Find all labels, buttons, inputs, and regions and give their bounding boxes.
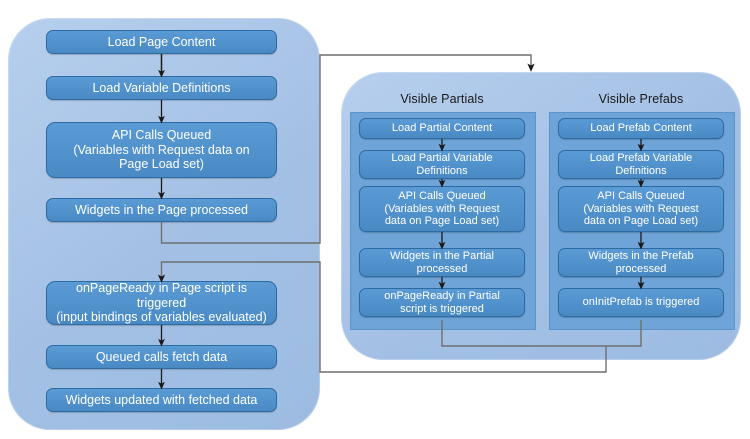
node-widgets-in-prefab-processed[interactable]: Widgets in the Prefab processed xyxy=(558,248,724,277)
node-widgets-updated-with-fetched-data[interactable]: Widgets updated with fetched data xyxy=(46,388,277,412)
node-widgets-in-partial-processed[interactable]: Widgets in the Partial processed xyxy=(359,248,525,277)
visible-partials-title: Visible Partials xyxy=(400,92,484,106)
node-widgets-in-page-processed[interactable]: Widgets in the Page processed xyxy=(46,198,277,222)
node-partial-api-calls-queued[interactable]: API Calls Queued (Variables with Request… xyxy=(359,186,525,232)
node-api-calls-queued[interactable]: API Calls Queued (Variables with Request… xyxy=(46,122,277,178)
node-queued-calls-fetch-data[interactable]: Queued calls fetch data xyxy=(46,345,277,369)
visible-prefabs-title: Visible Prefabs xyxy=(598,92,684,106)
node-prefab-api-calls-queued[interactable]: API Calls Queued (Variables with Request… xyxy=(558,186,724,232)
node-onpageready-page-script[interactable]: onPageReady in Page script is triggered … xyxy=(46,281,277,325)
node-load-partial-content[interactable]: Load Partial Content xyxy=(359,118,525,139)
node-load-prefab-content[interactable]: Load Prefab Content xyxy=(558,118,724,139)
node-load-prefab-variable-definitions[interactable]: Load Prefab Variable Definitions xyxy=(558,150,724,179)
node-onpageready-partial-script[interactable]: onPageReady in Partial script is trigger… xyxy=(359,288,525,317)
node-load-variable-definitions[interactable]: Load Variable Definitions xyxy=(46,76,277,100)
node-load-page-content[interactable]: Load Page Content xyxy=(46,30,277,54)
node-load-partial-variable-definitions[interactable]: Load Partial Variable Definitions xyxy=(359,150,525,179)
node-oninitprefab-triggered[interactable]: onInitPrefab is triggered xyxy=(558,288,724,317)
